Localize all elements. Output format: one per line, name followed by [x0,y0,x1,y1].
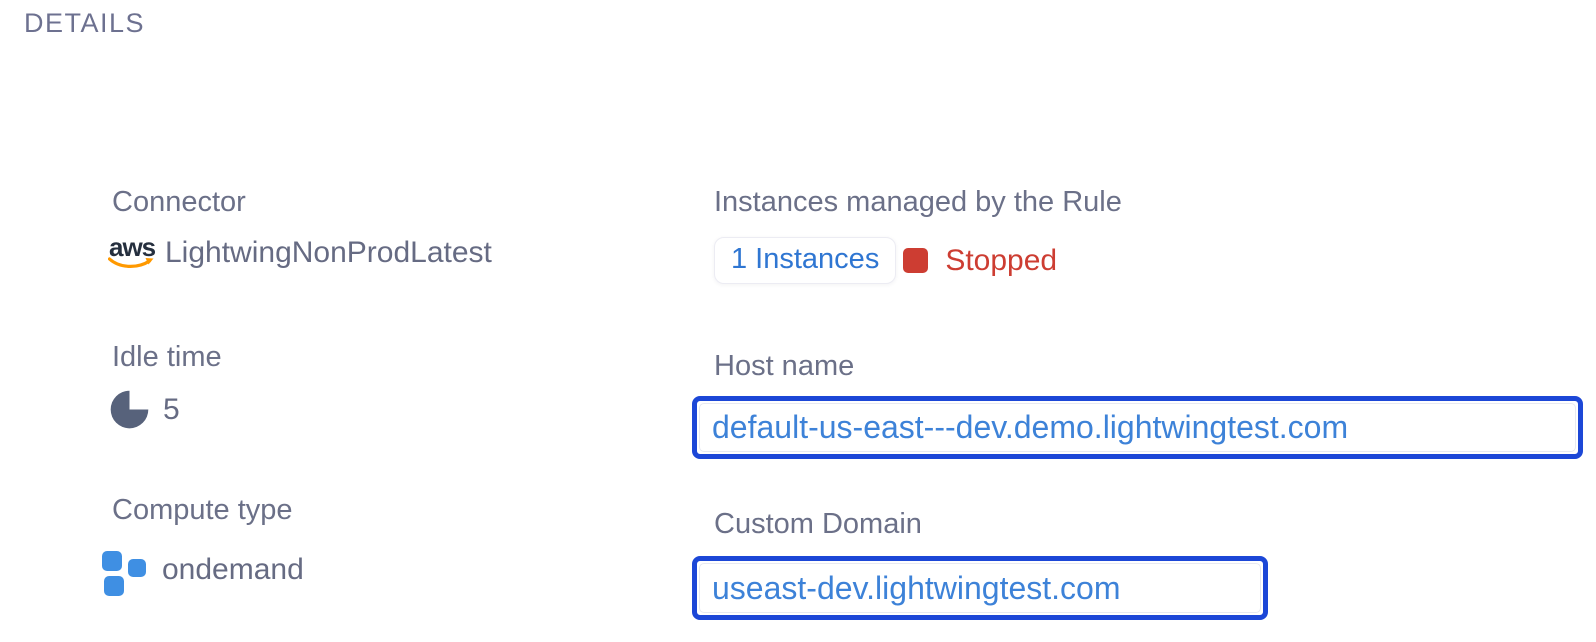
idle-time-label: Idle time [112,341,222,373]
custom-domain-label: Custom Domain [714,508,922,540]
compute-type-label: Compute type [112,494,293,526]
compute-type-icon [102,551,146,596]
idle-time-pie-icon [110,388,151,429]
custom-domain-link[interactable]: useast-dev.lightwingtest.com [712,569,1121,606]
connector-value: LightwingNonProdLatest [165,236,492,269]
aws-smile-icon [108,257,154,268]
aws-logo-icon: aws [108,232,156,272]
host-name-label: Host name [714,350,855,382]
page-title: DETAILS [24,8,146,38]
connector-label: Connector [112,186,246,218]
compute-type-value: ondemand [162,553,304,586]
compute-type-value-row: ondemand [100,543,304,597]
host-name-field[interactable]: default-us-east---dev.demo.lightwingtest… [692,396,1583,459]
idle-time-value-row: 5 [108,388,180,431]
instances-count-link[interactable]: 1 Instances [714,237,897,284]
custom-domain-field-inner: useast-dev.lightwingtest.com [699,563,1261,613]
idle-time-value: 5 [163,392,180,426]
connector-value-row: aws LightwingNonProdLatest [108,232,492,272]
host-name-link[interactable]: default-us-east---dev.demo.lightwingtest… [712,409,1349,445]
host-name-field-inner: default-us-east---dev.demo.lightwingtest… [699,403,1576,452]
aws-logo-text: aws [109,232,156,262]
instances-value-row: 1 Instances Stopped [714,237,1057,284]
instances-label: Instances managed by the Rule [714,186,1122,218]
custom-domain-field[interactable]: useast-dev.lightwingtest.com [692,556,1268,620]
status-stopped-icon [903,248,929,273]
status-text: Stopped [945,243,1058,277]
